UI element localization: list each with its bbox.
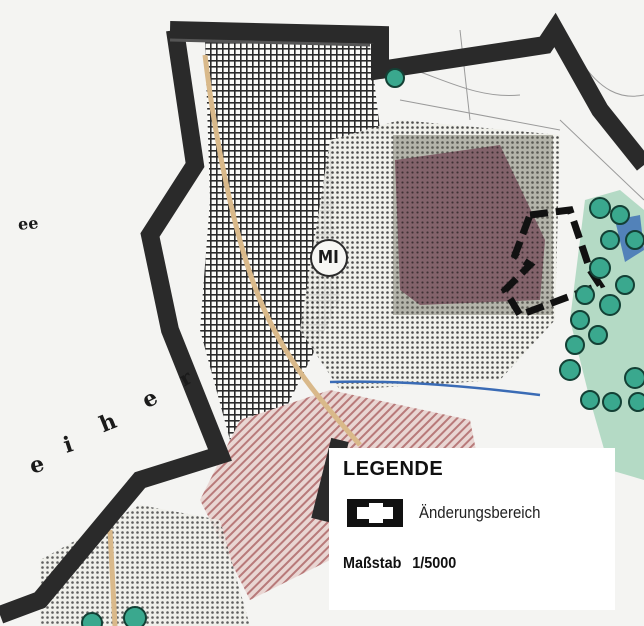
hatched-area [200, 390, 480, 600]
tree-icon [625, 230, 644, 250]
tree-icon [589, 197, 611, 219]
change-area-marker [500, 206, 606, 320]
zone-marker [310, 239, 348, 277]
tree-icon [123, 606, 147, 626]
tree-icon [624, 367, 644, 389]
tan-path [202, 54, 362, 447]
tree-icon [565, 335, 585, 355]
tree-icon [559, 359, 581, 381]
map-legend: LEGENDE Änderungsbereich Maßstab 1/5000 [329, 448, 615, 610]
legend-scale: Maßstab 1/5000 [343, 555, 575, 573]
legend-title: LEGENDE [343, 458, 444, 480]
tree-icon [575, 285, 595, 305]
tree-icon [599, 294, 621, 316]
tree-icon [588, 325, 608, 345]
plan-overlay-dots [395, 145, 545, 305]
parcel-grid-area [200, 40, 380, 440]
legend-item-label: Änderungsbereich [419, 503, 541, 522]
tree-icon [81, 612, 103, 626]
tree-icon [610, 205, 630, 225]
tree-group [81, 68, 644, 626]
tan-path-lower [107, 529, 118, 626]
legend-item: Änderungsbereich [343, 493, 601, 533]
tree-icon [385, 68, 405, 88]
zone-label: MI [317, 247, 339, 268]
tree-icon [600, 230, 620, 250]
tree-icon [615, 275, 635, 295]
change-area-symbol-icon [347, 499, 403, 527]
street-fragment: ee [17, 213, 39, 234]
scale-value: 1/5000 [412, 555, 457, 572]
district-boundary-inner [169, 38, 371, 47]
tree-icon [628, 392, 644, 412]
tree-icon [570, 310, 590, 330]
tree-icon [580, 390, 600, 410]
tree-icon [602, 392, 622, 412]
water-line [329, 380, 541, 397]
tree-icon [589, 257, 611, 279]
scale-label: Maßstab [343, 555, 402, 572]
